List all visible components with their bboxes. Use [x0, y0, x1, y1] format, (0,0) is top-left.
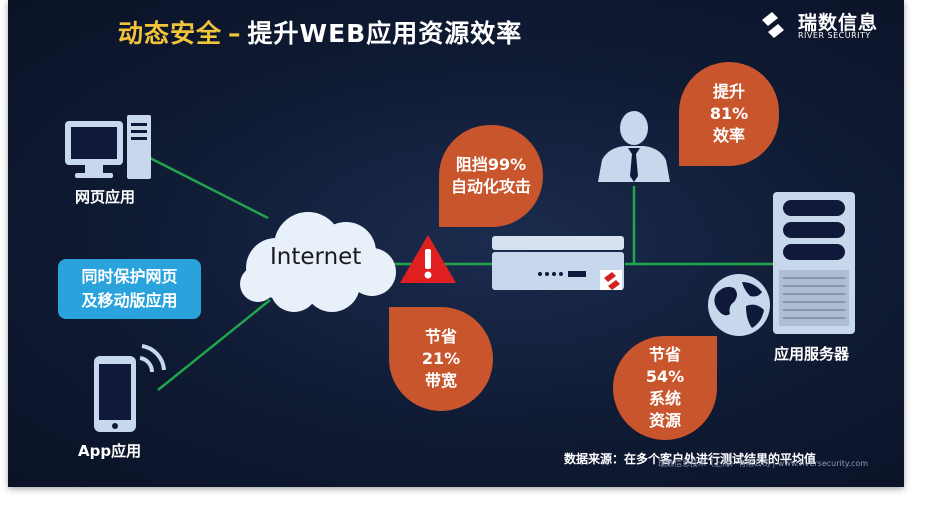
internet-cloud-icon: [240, 212, 396, 312]
title-dash: –: [228, 19, 242, 48]
efficiency-bubble-line1: 提升: [712, 82, 745, 101]
administrator-person-icon: [598, 111, 670, 182]
internet-label: Internet: [270, 244, 362, 270]
logo-name-cn: 瑞数信息: [798, 12, 879, 34]
web-app-label: 网页应用: [75, 188, 136, 206]
bandwidth-bubble-line1: 节省: [424, 327, 457, 346]
desktop-computer-icon: [65, 115, 151, 179]
warning-icon: [400, 235, 456, 283]
mobile-phone-icon: [94, 344, 166, 432]
slide: 动态安全–提升WEB应用资源效率 瑞数信息 RIVER SECURITY 网页应…: [8, 0, 904, 487]
efficiency-bubble: 提升 81% 效率: [679, 62, 779, 166]
slide-title: 动态安全–提升WEB应用资源效率: [118, 14, 522, 50]
block-bubble-line2: 自动化攻击: [450, 177, 531, 196]
server-tower-icon: [773, 192, 855, 334]
resources-bubble-line1: 节省: [648, 345, 681, 364]
river-security-logo-icon: [762, 12, 784, 38]
resources-bubble-line4: 资源: [648, 411, 681, 430]
resources-bubble-line2: 54%: [645, 367, 685, 386]
title-part1: 动态安全: [118, 19, 223, 48]
bandwidth-bubble-line2: 21%: [421, 349, 461, 368]
bandwidth-bubble-line3: 带宽: [424, 371, 457, 390]
server-label: 应用服务器: [774, 345, 850, 363]
block-attack-bubble: 阻挡99% 自动化攻击: [439, 125, 543, 227]
logo-name-en: RIVER SECURITY: [798, 31, 871, 40]
title-part2: 提升WEB应用资源效率: [247, 19, 523, 48]
callout-line1: 同时保护网页: [81, 267, 178, 286]
data-source-note: 数据来源：在多个客户处进行测试结果的平均值: [564, 452, 817, 466]
bandwidth-bubble: 节省 21% 带宽: [389, 307, 493, 411]
efficiency-bubble-line2: 81%: [709, 104, 749, 123]
efficiency-bubble-line3: 效率: [712, 126, 745, 145]
globe-icon: [708, 274, 770, 336]
resources-bubble-line3: 系统: [648, 389, 681, 408]
line-web-internet: [149, 156, 269, 220]
app-label: App应用: [78, 442, 142, 460]
line-app-internet: [157, 299, 271, 391]
callout-line2: 及移动版应用: [81, 291, 178, 310]
block-bubble-line1: 阻挡99%: [455, 155, 527, 174]
protect-both-callout: 同时保护网页 及移动版应用: [58, 259, 201, 319]
system-resources-bubble: 节省 54% 系统 资源: [613, 336, 717, 440]
company-footer: 瑞数信息技术（上海）有限公司 | www.riversecurity.com: [658, 459, 869, 468]
security-appliance-icon: [492, 236, 624, 290]
